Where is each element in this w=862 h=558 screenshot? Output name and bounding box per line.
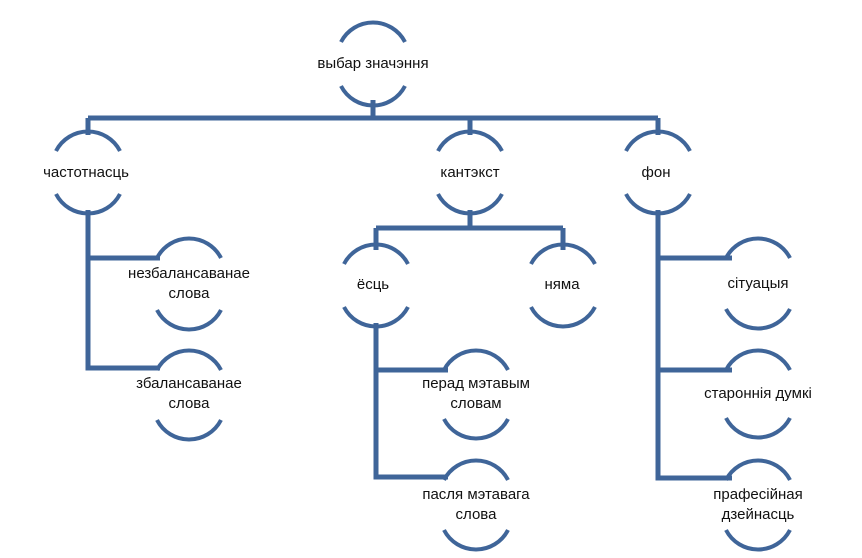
- frequency-node-top-arc: [54, 129, 122, 152]
- frequency-node-label: частотнасць: [43, 164, 129, 181]
- after-node-top-arc: [442, 458, 510, 481]
- context-node-label: кантэкст: [440, 164, 500, 181]
- connectors: [85, 100, 732, 481]
- before-node-bottom-arc: [442, 418, 510, 441]
- frequency-node-bottom-arc: [54, 193, 122, 216]
- yes-node-label: ёсць: [356, 276, 390, 293]
- no-node-label: няма: [544, 276, 580, 293]
- situation-node-top-arc: [724, 236, 792, 259]
- balanced-node-top-arc: [155, 348, 223, 371]
- side-thoughts-node-bottom-arc: [724, 417, 792, 440]
- before-target-word-label: перад мэтавым словам: [422, 375, 530, 412]
- before-node-top-arc: [442, 348, 510, 371]
- root-node-top-arc: [339, 20, 407, 43]
- balanced-node-bottom-arc: [155, 419, 223, 442]
- connector-background-branch: [655, 210, 732, 481]
- after-node-bottom-arc: [442, 529, 510, 552]
- side-thoughts-node-label: староннія думкі: [704, 385, 812, 402]
- balanced-node-label: збалансаванае слова: [136, 375, 242, 412]
- situation-node-bottom-arc: [724, 308, 792, 331]
- unbalanced-node-label: незбалансаванае слова: [128, 265, 250, 302]
- root-node-label: выбар значэння: [317, 55, 429, 72]
- yes-node-bottom-arc: [342, 306, 410, 329]
- root-node-bottom-arc: [339, 85, 407, 108]
- no-node-bottom-arc: [529, 306, 597, 329]
- profession-node-top-arc: [724, 458, 792, 481]
- background-node-label: фон: [641, 164, 671, 181]
- context-node-top-arc: [436, 129, 504, 152]
- yes-node-top-arc: [342, 242, 410, 265]
- connector-yes-branch: [373, 323, 448, 480]
- node-arcs: [54, 20, 792, 552]
- unbalanced-node-top-arc: [155, 236, 223, 259]
- side-thoughts-node-top-arc: [724, 348, 792, 371]
- after-target-word-label: пасля мэтавага слова: [422, 486, 530, 523]
- profession-node-bottom-arc: [724, 529, 792, 552]
- profession-node-label: прафесійная дзейнасць: [713, 486, 803, 523]
- no-node-top-arc: [529, 242, 597, 265]
- unbalanced-node-bottom-arc: [155, 309, 223, 332]
- context-node-bottom-arc: [436, 193, 504, 216]
- connector-frequency-branch: [85, 210, 160, 371]
- background-node-bottom-arc: [624, 193, 692, 216]
- situation-node-label: сітуацыя: [727, 275, 789, 292]
- background-node-top-arc: [624, 129, 692, 152]
